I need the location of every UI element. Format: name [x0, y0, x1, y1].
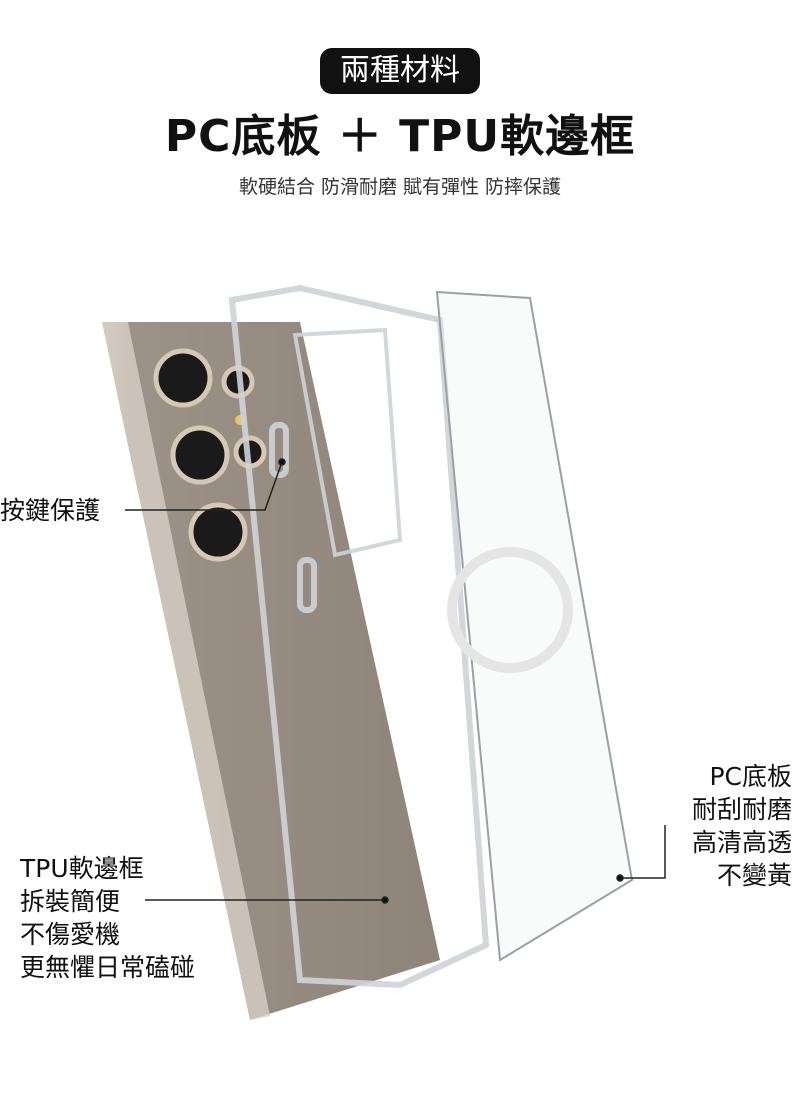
callout-dot-buttons [278, 458, 286, 466]
phone-edge-highlight [102, 322, 270, 1020]
callout-line-pc [620, 825, 666, 879]
callout-tpu-line: 不傷愛機 [20, 920, 121, 949]
callout-tpu-line: TPU軟邊框 [20, 854, 144, 883]
tpu-button-cover [297, 557, 317, 613]
callout-line-buttons [125, 461, 283, 511]
camera-lens [188, 502, 248, 562]
magnetic-ring [447, 547, 573, 673]
callout-dot-tpu [381, 896, 389, 904]
callout-lines [125, 458, 666, 904]
callout-tpu-line: 拆裝簡便 [20, 887, 121, 916]
callout-pc-line: 耐刮耐磨 [691, 795, 792, 824]
callout-tpu-line: 更無懼日常磕碰 [20, 953, 196, 982]
page-title: PC底板 ＋ TPU軟邊框 [164, 111, 636, 162]
tpu-frame-image [228, 284, 490, 989]
callout-pc-back: PC底板 耐刮耐磨 高清高透 不變黃 [692, 760, 792, 892]
callout-pc-line: 高清高透 [691, 828, 792, 857]
camera-lens [153, 348, 213, 408]
callout-tpu-frame: TPU軟邊框 拆裝簡便 不傷愛機 更無懼日常磕碰 [20, 852, 195, 984]
pc-plate-outline [435, 290, 634, 962]
page-subtitle: 軟硬結合 防滑耐磨 賦有彈性 防摔保護 [238, 176, 562, 198]
tpu-frame-outline [228, 284, 490, 989]
callout-dot-pc [616, 874, 624, 882]
tpu-button-cover [269, 422, 289, 478]
pc-plate-image [435, 290, 634, 962]
camera-lens [170, 425, 230, 485]
callout-pc-line: 不變黃 [716, 861, 792, 890]
tpu-frame-camera-cutout [292, 327, 403, 558]
callout-buttons: 按鍵保護 [0, 496, 101, 525]
callout-pc-line: PC底板 [709, 762, 792, 791]
section-badge: 兩種材料 [320, 48, 480, 94]
